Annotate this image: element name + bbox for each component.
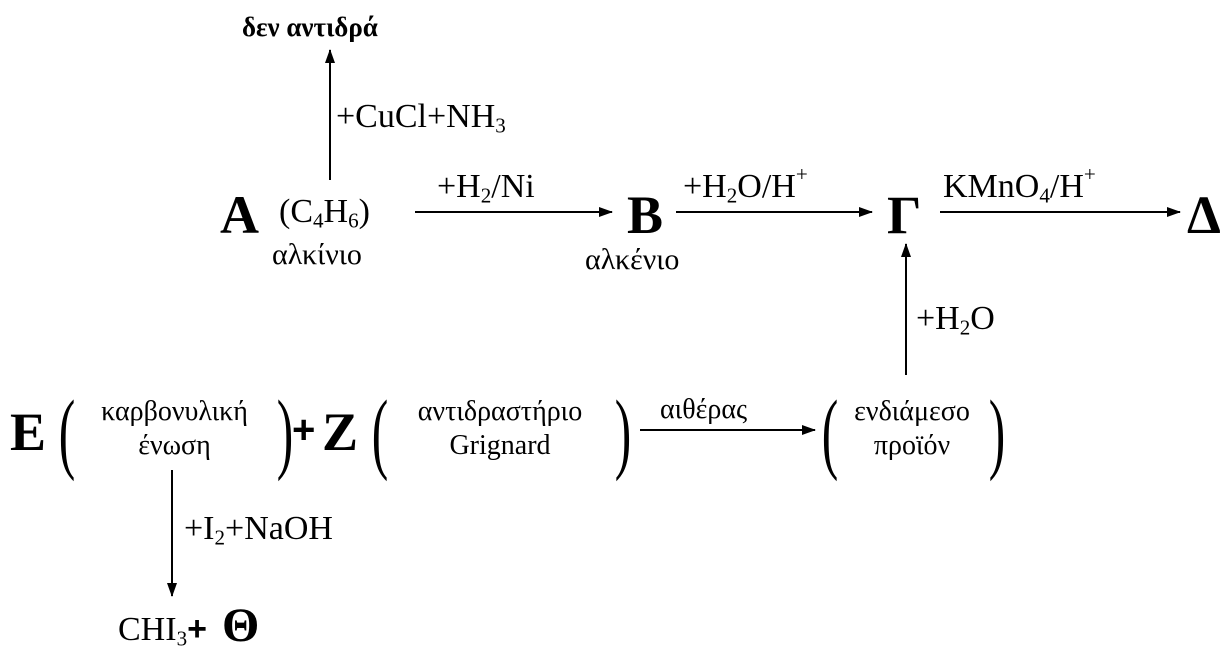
intermediate-note: ενδιάμεσο προϊόν bbox=[832, 398, 992, 460]
compound-e-note-line1: καρβονυλική bbox=[101, 396, 248, 427]
compound-theta: Θ bbox=[222, 599, 260, 652]
top-product-text: δεν αντιδρά bbox=[242, 12, 378, 42]
compound-z-note-line2: Grignard bbox=[449, 430, 551, 461]
compound-z-paren-open: ( bbox=[371, 383, 389, 482]
intermediate-paren-close: ) bbox=[988, 383, 1006, 482]
reagent-h2o-h: +H2O/H+ bbox=[683, 162, 808, 208]
compound-b: B bbox=[627, 185, 664, 245]
compound-a: A bbox=[220, 185, 259, 245]
compound-gamma: Γ bbox=[887, 185, 922, 245]
reagent-i2-naoh: +I2+NaOH bbox=[184, 510, 333, 550]
compound-e-note: καρβονυλική ένωση bbox=[72, 398, 277, 460]
compound-e: E bbox=[10, 402, 47, 462]
reagent-cucl: +CuCl+NH3 bbox=[336, 98, 506, 138]
compound-z-paren-close: ) bbox=[614, 383, 632, 482]
compound-e-paren-open: ( bbox=[58, 383, 76, 482]
compound-z-note-line1: αντιδραστήριο bbox=[417, 396, 583, 427]
compound-delta: Δ bbox=[1187, 185, 1221, 245]
compound-e-paren-close: ) bbox=[276, 383, 294, 482]
reagent-ether: αιθέρας bbox=[660, 394, 748, 425]
compound-a-formula: (C4H6) bbox=[279, 193, 370, 233]
reagent-h2-ni: +H2/Ni bbox=[437, 168, 535, 208]
compound-z: Z bbox=[322, 402, 359, 462]
compound-b-class: αλκένιο bbox=[585, 243, 680, 276]
reagent-kmno4: KMnO4/H+ bbox=[943, 162, 1096, 208]
compound-e-note-line2: ένωση bbox=[138, 430, 211, 461]
reagent-h2o: +H2O bbox=[916, 300, 995, 340]
compound-z-note: αντιδραστήριο Grignard bbox=[385, 398, 615, 460]
intermediate-note-line2: προϊόν bbox=[873, 430, 951, 461]
plus-sign: + bbox=[292, 408, 316, 452]
compound-a-class: αλκίνιο bbox=[272, 238, 362, 271]
intermediate-note-line1: ενδιάμεσο bbox=[854, 396, 970, 427]
bottom-product: CHI3+ bbox=[118, 610, 207, 651]
intermediate-paren-open: ( bbox=[821, 383, 839, 482]
